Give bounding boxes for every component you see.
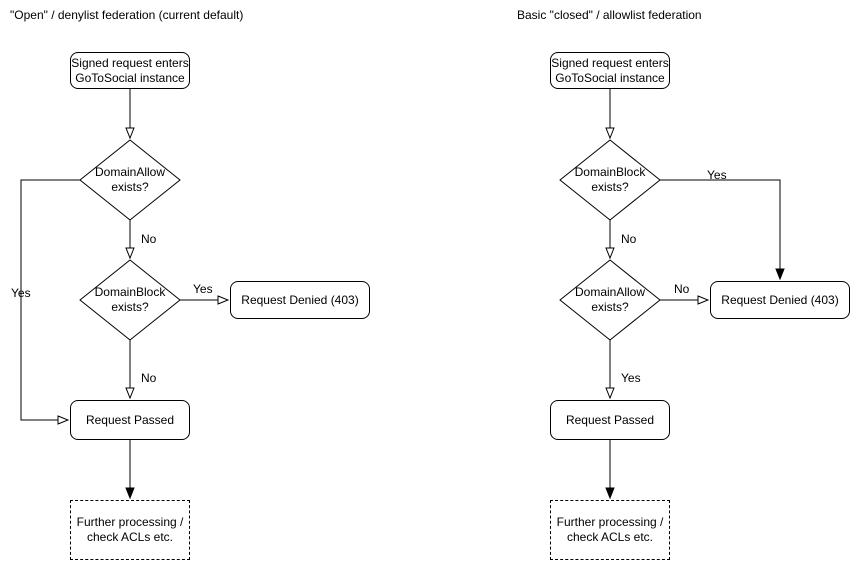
left-decision2-no-label: No (141, 371, 157, 385)
right-decision1-no-label: No (621, 232, 637, 246)
left-decision1-diamond (79, 139, 181, 221)
right-decision1-diamond (559, 139, 661, 221)
left-edge-decision1-yes (20, 179, 80, 420)
right-decision2-no-label: No (674, 282, 690, 296)
right-edge-decision1-yes (660, 179, 780, 279)
left-decision2-yes-label: Yes (193, 282, 213, 296)
right-further-node: Further processing / check ACLs etc. (550, 500, 670, 560)
right-decision1-yes-label: Yes (707, 168, 727, 182)
left-decision2-diamond (79, 259, 181, 341)
left-decision1-label: DomainAllow exists? (94, 165, 166, 194)
right-start-node: Signed request enters GoToSocial instanc… (550, 52, 670, 89)
right-decision2-label: DomainAllow exists? (574, 285, 646, 314)
left-passed-node: Request Passed (70, 400, 190, 440)
left-decision1-no-label: No (141, 232, 157, 246)
right-chart-title: Basic "closed" / allowlist federation (517, 8, 702, 22)
left-decision2-label: DomainBlock exists? (94, 285, 166, 314)
right-decision1-label: DomainBlock exists? (574, 165, 646, 194)
left-decision1-yes-label: Yes (11, 286, 31, 300)
left-further-node: Further processing / check ACLs etc. (70, 500, 190, 560)
right-denied-node: Request Denied (403) (710, 281, 850, 319)
left-chart-title: "Open" / denylist federation (current de… (10, 8, 244, 22)
right-decision2-diamond (559, 259, 661, 341)
right-decision2-yes-label: Yes (621, 371, 641, 385)
left-start-node: Signed request enters GoToSocial instanc… (70, 52, 190, 89)
left-denied-node: Request Denied (403) (230, 281, 370, 319)
right-passed-node: Request Passed (550, 400, 670, 440)
